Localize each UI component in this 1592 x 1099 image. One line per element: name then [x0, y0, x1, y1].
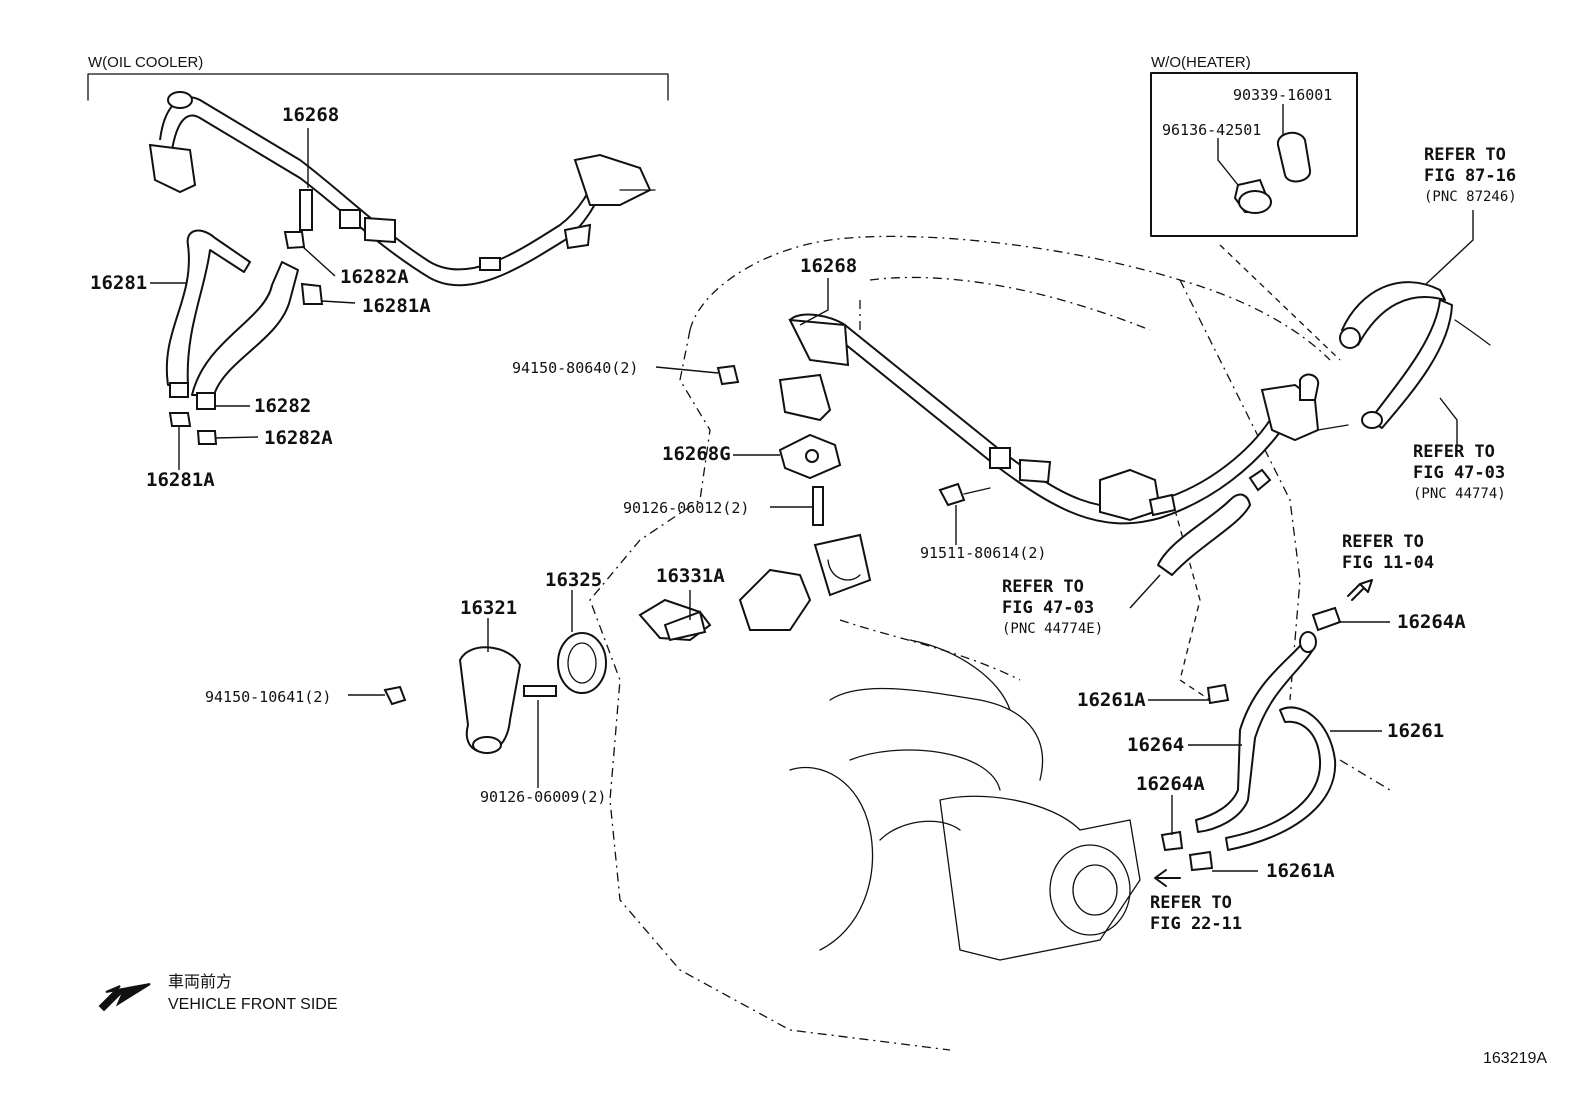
arrow-left-icon — [1154, 869, 1181, 887]
heater-box — [1150, 72, 1358, 237]
part-label-16281: 16281 — [90, 272, 148, 294]
legend-vehicle-front-side: VEHICLE FRONT SIDE — [168, 996, 338, 1013]
bolt-91511-80614 — [938, 482, 966, 507]
part-label-90126-06012: 90126-06012(2) — [623, 499, 750, 517]
stud-90126-06012 — [812, 486, 824, 526]
oil-cooler-group-label: W(OIL COOLER) — [88, 54, 204, 71]
part-label-16261a-lower: 16261A — [1266, 860, 1335, 882]
bypass-pipe-upper — [148, 91, 656, 287]
heater-clip — [1248, 468, 1272, 492]
part-label-16281a-lower: 16281A — [146, 469, 215, 491]
refer-line: REFER TO — [1150, 893, 1232, 913]
part-label-94150-80640: 94150-80640(2) — [512, 359, 639, 377]
figure-id: 163219A — [1483, 1050, 1548, 1067]
bypass-pipe-main — [778, 313, 1349, 525]
heater-group-label: W/O(HEATER) — [1151, 54, 1251, 71]
nut-94150-80640 — [716, 364, 740, 386]
thermostat-housing — [383, 533, 872, 754]
refer-fig-11-04: REFER TO FIG 11-04 — [1342, 532, 1434, 574]
refer-line: REFER TO — [1002, 577, 1084, 597]
heater-plugs — [1233, 131, 1312, 214]
refer-fig-47-03-mid: REFER TO FIG 47-03 (PNC 44774E) — [1002, 577, 1103, 639]
heater-hoses-right — [1339, 281, 1491, 429]
engine-outline — [589, 235, 1391, 1051]
part-label-16268g: 16268G — [662, 443, 731, 465]
refer-fig-47-03-right: REFER TO FIG 47-03 (PNC 44774) — [1413, 442, 1506, 504]
refer-fig: FIG 87-16 — [1424, 166, 1517, 186]
lower-hoses — [1160, 606, 1342, 872]
part-label-16264a-lower: 16264A — [1136, 773, 1205, 795]
leader-lines — [150, 104, 1474, 872]
refer-fig-22-11: REFER TO FIG 22-11 — [1150, 893, 1242, 935]
refer-pnc: (PNC 44774E) — [1002, 621, 1104, 637]
part-label-16282: 16282 — [254, 395, 312, 417]
part-label-16281a-upper: 16281A — [362, 295, 431, 317]
part-label-16282a-upper: 16282A — [340, 266, 409, 288]
engine-lower-body — [789, 639, 1141, 961]
part-label-96136-42501: 96136-42501 — [1162, 121, 1262, 139]
part-label-94150-10641: 94150-10641(2) — [205, 688, 332, 706]
refer-fig: FIG 11-04 — [1342, 553, 1435, 573]
refer-line: REFER TO — [1413, 442, 1495, 462]
legend-japanese: 車両前方 — [168, 974, 233, 991]
refer-fig: FIG 47-03 — [1413, 463, 1506, 483]
part-label-16261: 16261 — [1387, 720, 1445, 742]
part-label-91511-80614: 91511-80614(2) — [920, 544, 1047, 562]
refer-pnc: (PNC 44774) — [1413, 486, 1506, 502]
part-label-16264: 16264 — [1127, 734, 1185, 756]
part-label-16282a-lower: 16282A — [264, 427, 333, 449]
part-label-90339-16001: 90339-16001 — [1233, 86, 1333, 104]
part-label-90126-06009: 90126-06009(2) — [480, 788, 607, 806]
refer-pnc: (PNC 87246) — [1424, 189, 1517, 205]
oil-cooler-bracket — [87, 73, 669, 101]
refer-fig: FIG 22-11 — [1150, 914, 1243, 934]
refer-line: REFER TO — [1424, 145, 1506, 165]
refer-fig: FIG 47-03 — [1002, 598, 1095, 618]
part-label-16331a: 16331A — [656, 565, 725, 587]
refer-fig-87-16: REFER TO FIG 87-16 (PNC 87246) — [1424, 145, 1517, 207]
refer-line: REFER TO — [1342, 532, 1424, 552]
part-label-16321: 16321 — [460, 597, 518, 619]
part-label-16325: 16325 — [545, 569, 603, 591]
heater-hose-mid — [1157, 493, 1251, 576]
part-label-16264a-upper: 16264A — [1397, 611, 1466, 633]
part-label-16261a-upper: 16261A — [1077, 689, 1146, 711]
part-label-16268-upper: 16268 — [282, 104, 340, 126]
arrow-up-right-icon — [1347, 579, 1373, 601]
arrow-down-left-icon — [98, 983, 151, 1012]
part-label-16268-main: 16268 — [800, 255, 858, 277]
